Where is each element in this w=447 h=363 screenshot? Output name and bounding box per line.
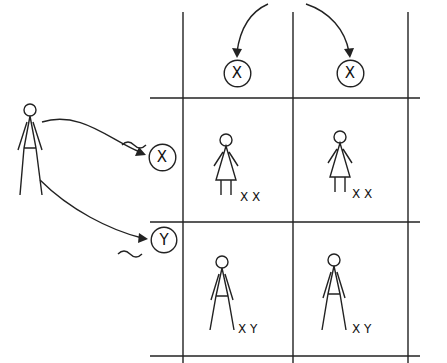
grid-line bbox=[150, 97, 420, 98]
genotype-label: X X bbox=[352, 188, 372, 200]
allele-letter: X bbox=[345, 66, 355, 81]
arrow-line bbox=[306, 4, 349, 52]
grid-line bbox=[150, 355, 420, 356]
male-figure bbox=[210, 256, 234, 330]
allele-letter: Y bbox=[159, 233, 168, 248]
arrowhead bbox=[138, 233, 148, 243]
genotype-label: X Y bbox=[352, 323, 371, 335]
arrow-line bbox=[42, 119, 140, 152]
arrowhead bbox=[135, 147, 146, 156]
male-figure bbox=[18, 104, 42, 195]
allele-letter: X bbox=[157, 150, 167, 165]
genotype-label: X Y bbox=[238, 323, 257, 335]
gamete-circle: X bbox=[336, 59, 365, 88]
male-figure bbox=[322, 254, 346, 330]
female-figure bbox=[328, 131, 352, 192]
gamete-circle: Y bbox=[150, 226, 178, 254]
genotype-label: X X bbox=[240, 191, 260, 203]
arrow-line bbox=[237, 4, 268, 52]
arrowhead bbox=[232, 48, 242, 58]
allele-letter: X bbox=[232, 66, 242, 81]
arrow-line bbox=[40, 180, 142, 238]
arrowhead bbox=[344, 48, 354, 58]
grid-line bbox=[292, 12, 293, 363]
grid-line bbox=[182, 12, 183, 363]
sperm-tail bbox=[118, 251, 142, 257]
grid-line bbox=[407, 12, 408, 363]
female-figure bbox=[214, 134, 238, 195]
grid-line bbox=[150, 221, 420, 222]
gamete-circle: X bbox=[148, 143, 177, 172]
sperm-tail bbox=[122, 142, 146, 148]
gamete-circle: X bbox=[223, 59, 252, 88]
